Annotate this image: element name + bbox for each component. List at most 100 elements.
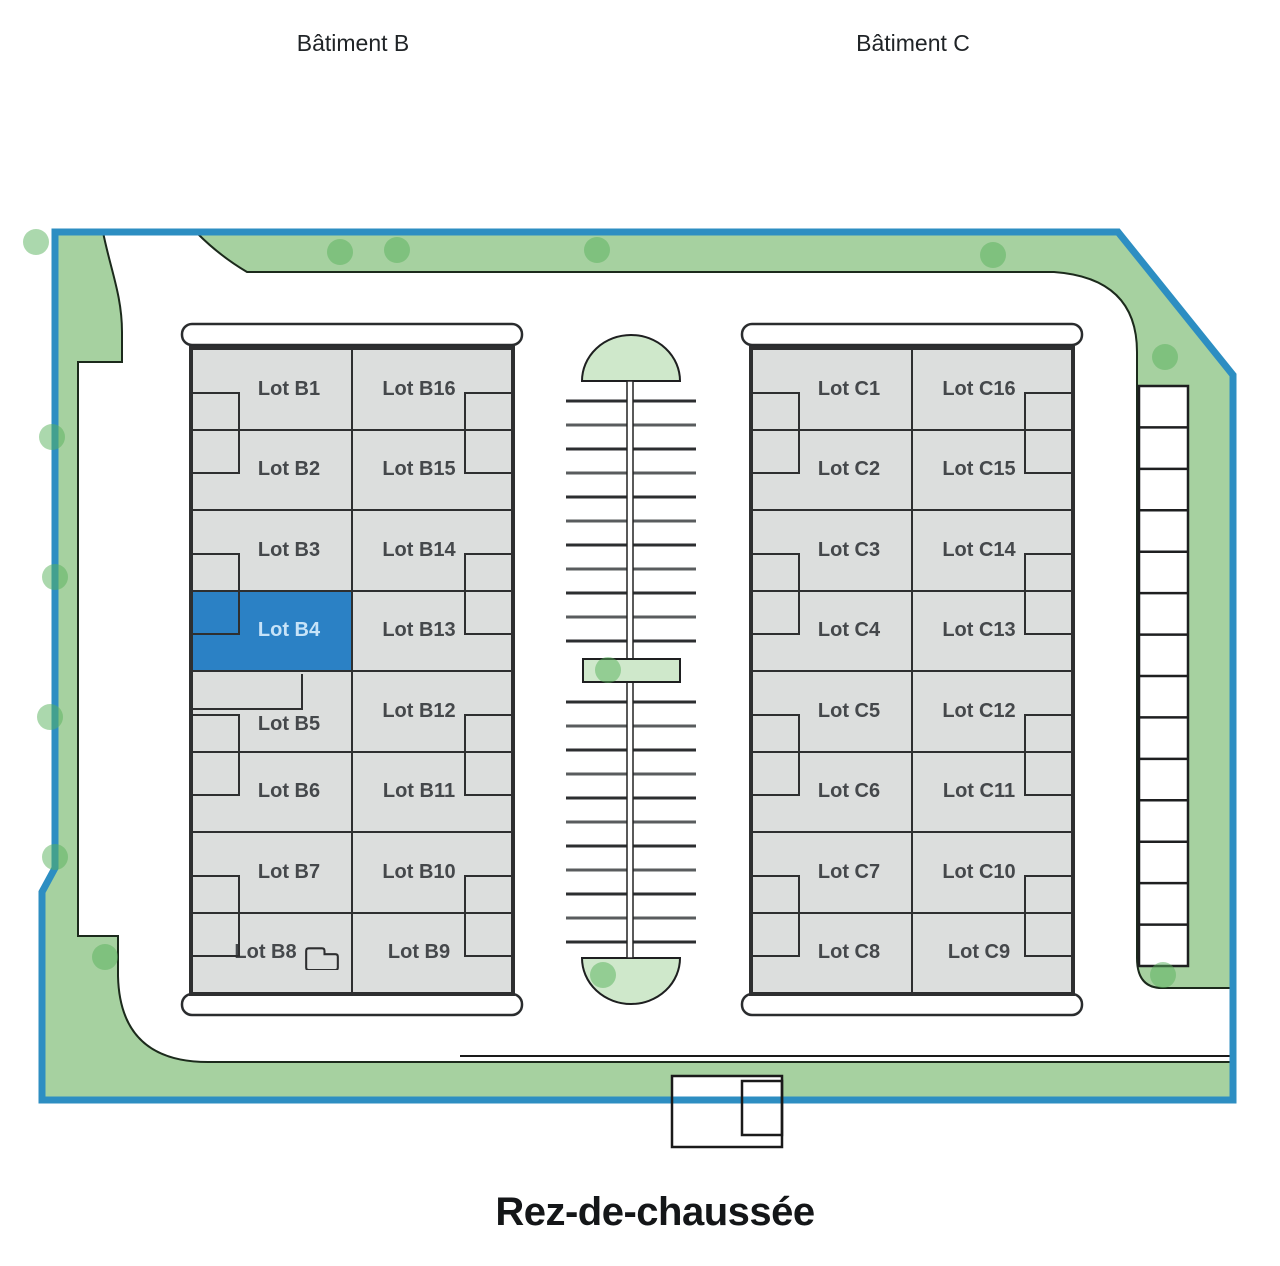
tree	[1152, 344, 1178, 370]
lot-label: Lot B9	[387, 941, 451, 964]
lot-c16[interactable]: Lot C16	[912, 349, 1072, 430]
tree	[327, 239, 353, 265]
lot-b11[interactable]: Lot B11	[352, 751, 512, 832]
lot-c14[interactable]: Lot C14	[912, 510, 1072, 591]
lot-b10[interactable]: Lot B10	[352, 832, 512, 913]
parking-ladder-rungs	[1139, 426, 1188, 926]
tree	[23, 229, 49, 255]
tree	[595, 657, 621, 683]
lot-label: Lot B10	[382, 860, 456, 883]
lot-label: Lot B13	[382, 619, 456, 642]
tree	[1150, 962, 1176, 988]
parking-island-top	[580, 334, 682, 382]
lot-b14[interactable]: Lot B14	[352, 510, 512, 591]
lot-label: Lot C8	[817, 941, 881, 964]
building-c-bottom-cap	[740, 992, 1084, 1017]
lot-label: Lot B3	[257, 538, 321, 561]
lot-label: Lot B5	[257, 712, 321, 735]
lot-c15[interactable]: Lot C15	[912, 429, 1072, 510]
tree	[980, 242, 1006, 268]
lot-b16[interactable]: Lot B16	[352, 349, 512, 430]
tree	[384, 237, 410, 263]
site-boundary	[38, 228, 1237, 1104]
lot-c2[interactable]: Lot C2	[752, 429, 912, 510]
trees	[23, 229, 1178, 988]
lot-label: Lot C11	[942, 780, 1016, 803]
lot-c8[interactable]: Lot C8	[752, 912, 912, 993]
lot-b4[interactable]: Lot B4	[192, 590, 352, 671]
building-b-top-cap	[180, 322, 524, 347]
lot-label: Lot B11	[382, 780, 456, 803]
lot-label: Lot C7	[817, 860, 881, 883]
lot-label: Lot C12	[942, 699, 1016, 722]
lot-b2[interactable]: Lot B2	[192, 429, 352, 510]
tree	[42, 844, 68, 870]
tree	[39, 424, 65, 450]
lot-label: Lot C16	[942, 377, 1016, 400]
lot-b1[interactable]: Lot B1	[192, 349, 352, 430]
lot-b3[interactable]: Lot B3	[192, 510, 352, 591]
building-b-title: Bâtiment B	[296, 30, 410, 56]
lot-c10[interactable]: Lot C10	[912, 832, 1072, 913]
building-caps	[180, 322, 1084, 1017]
lot-label: Lot C15	[942, 458, 1016, 481]
floor-title: Rez-de-chaussée	[495, 1190, 815, 1234]
lot-label: Lot B16	[382, 377, 456, 400]
tree	[590, 962, 616, 988]
lot-label: Lot C5	[817, 699, 881, 722]
lot-label: Lot C6	[817, 780, 881, 803]
lot-b6[interactable]: Lot B6	[192, 751, 352, 832]
lot-b15[interactable]: Lot B15	[352, 429, 512, 510]
building-c-title: Bâtiment C	[856, 30, 970, 56]
lot-label: Lot B1	[257, 377, 321, 400]
entrance-porch-fill	[742, 1081, 782, 1135]
lot-b12[interactable]: Lot B12	[352, 671, 512, 752]
entrance-porch	[740, 1079, 784, 1137]
lot-label: Lot B8	[234, 941, 297, 964]
landscape-top-right	[195, 233, 1234, 989]
lot-label: Lot C4	[817, 619, 881, 642]
lot-label: Lot B2	[257, 458, 321, 481]
lot-c13[interactable]: Lot C13	[912, 590, 1072, 671]
lot-label: Lot C1	[817, 377, 881, 400]
lot-c6[interactable]: Lot C6	[752, 751, 912, 832]
lot-label: Lot C3	[817, 538, 881, 561]
lot-b8[interactable]: Lot B8	[192, 912, 352, 993]
lot-label: Lot C2	[817, 458, 881, 481]
lot-label: Lot C9	[947, 941, 1011, 964]
lot-label: Lot B15	[382, 458, 456, 481]
lot-c11[interactable]: Lot C11	[912, 751, 1072, 832]
lot-label: Lot B6	[257, 780, 321, 803]
lot-c12[interactable]: Lot C12	[912, 671, 1072, 752]
lot-b5[interactable]: Lot B5	[192, 671, 352, 752]
lot-label: Lot C14	[942, 538, 1016, 561]
building-c-top-cap	[740, 322, 1084, 347]
lot-label: Lot C10	[942, 860, 1016, 883]
stairs-icon	[304, 947, 339, 970]
lot-c3[interactable]: Lot C3	[752, 510, 912, 591]
tree	[37, 704, 63, 730]
right-parking-ladder	[1137, 384, 1190, 968]
lot-c5[interactable]: Lot C5	[752, 671, 912, 752]
tree	[92, 944, 118, 970]
lot-b7[interactable]: Lot B7	[192, 832, 352, 913]
lot-c1[interactable]: Lot C1	[752, 349, 912, 430]
lot-b9[interactable]: Lot B9	[352, 912, 512, 993]
landscape-left-bottom	[41, 231, 1234, 1102]
lot-b13[interactable]: Lot B13	[352, 590, 512, 671]
lot-c9[interactable]: Lot C9	[912, 912, 1072, 993]
lot-c7[interactable]: Lot C7	[752, 832, 912, 913]
lot-c4[interactable]: Lot C4	[752, 590, 912, 671]
lot-label: Lot B14	[382, 538, 456, 561]
building-b-bottom-cap	[180, 992, 524, 1017]
lot-label: Lot B12	[382, 699, 456, 722]
lot-label: Lot C13	[942, 619, 1016, 642]
tree	[42, 564, 68, 590]
central-parking	[566, 334, 696, 1005]
lot-label: Lot B4	[257, 619, 321, 642]
tree	[584, 237, 610, 263]
